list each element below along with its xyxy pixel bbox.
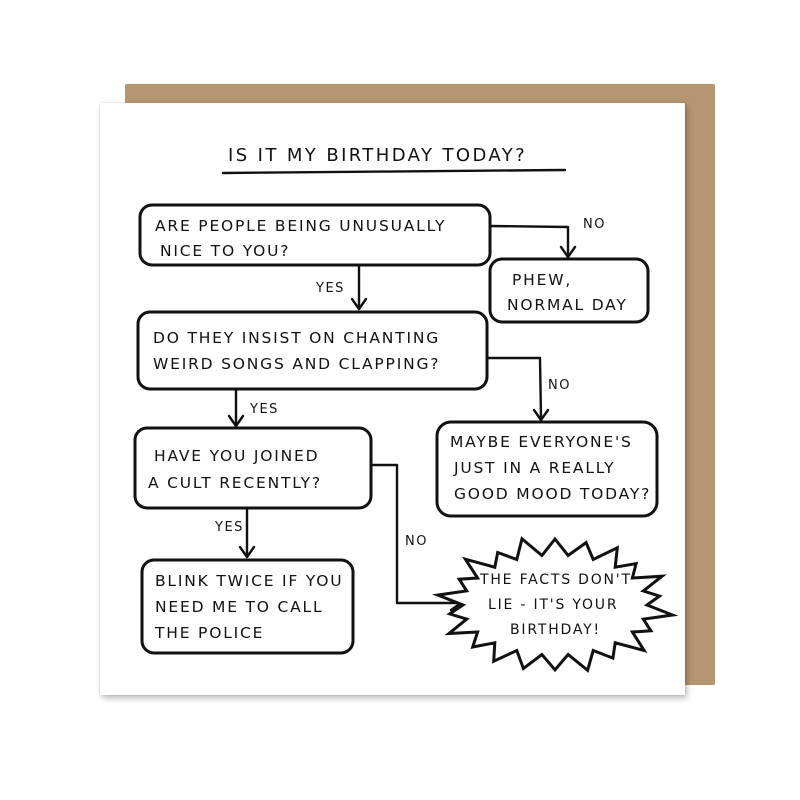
arrowhead-q3-yes	[238, 545, 256, 559]
node-facts: THE FACTS DON'T LIE - IT'S YOUR BIRTHDAY…	[431, 536, 679, 673]
arrowhead-q2-yes	[227, 414, 245, 428]
flowchart-title: IS IT MY BIRTHDAY TODAY?	[228, 145, 527, 166]
label-q1-yes: YES	[315, 281, 345, 296]
label-q3-yes: YES	[214, 520, 244, 535]
edge-q1-no	[488, 224, 570, 257]
node-blink: BLINK TWICE IF YOU NEED ME TO CALL THE P…	[140, 558, 355, 655]
label-q2-yes: YES	[249, 402, 279, 417]
arrowhead-q1-yes	[350, 297, 368, 311]
node-maybe-line-1: MAYBE EVERYONE'S	[450, 433, 633, 451]
node-q2-line-1: DO THEY INSIST ON CHANTING	[153, 329, 440, 347]
node-q1: ARE PEOPLE BEING UNUSUALLY NICE TO YOU?	[138, 203, 492, 267]
node-facts-line-2: LIE - IT'S YOUR	[488, 597, 618, 613]
node-phew-line-2: NORMAL DAY	[507, 296, 628, 314]
arrowhead-q1-no	[559, 245, 577, 259]
node-phew: PHEW, NORMAL DAY	[488, 257, 650, 324]
node-maybe: MAYBE EVERYONE'S JUST IN A REALLY GOOD M…	[435, 420, 659, 518]
node-q3-line-1: HAVE YOU JOINED	[154, 447, 319, 465]
node-maybe-line-3: GOOD MOOD TODAY?	[454, 485, 651, 503]
node-q2-line-2: WEIRD SONGS AND CLAPPING?	[153, 355, 440, 373]
node-blink-line-2: NEED ME TO CALL	[155, 598, 323, 616]
node-blink-line-1: BLINK TWICE IF YOU	[155, 572, 343, 590]
node-phew-line-1: PHEW,	[512, 271, 572, 289]
node-facts-line-3: BIRTHDAY!	[510, 622, 601, 638]
arrowhead-q2-no	[532, 408, 550, 422]
starburst-shape	[431, 536, 679, 673]
edge-q3-no	[369, 463, 462, 605]
label-q1-no: NO	[583, 217, 606, 232]
node-blink-line-3: THE POLICE	[154, 624, 264, 642]
node-q2: DO THEY INSIST ON CHANTING WEIRD SONGS A…	[136, 310, 489, 391]
node-q1-line-1: ARE PEOPLE BEING UNUSUALLY	[155, 217, 446, 235]
node-q3: HAVE YOU JOINED A CULT RECENTLY?	[133, 426, 373, 510]
node-q1-line-2: NICE TO YOU?	[160, 242, 290, 260]
node-maybe-line-2: JUST IN A REALLY	[453, 459, 615, 477]
title-underline	[221, 168, 567, 175]
node-q3-line-2: A CULT RECENTLY?	[148, 474, 322, 492]
edge-q2-no	[485, 356, 543, 420]
label-q3-no: NO	[405, 534, 428, 549]
node-facts-line-1: THE FACTS DON'T	[479, 572, 632, 588]
label-q2-no: NO	[548, 378, 571, 393]
